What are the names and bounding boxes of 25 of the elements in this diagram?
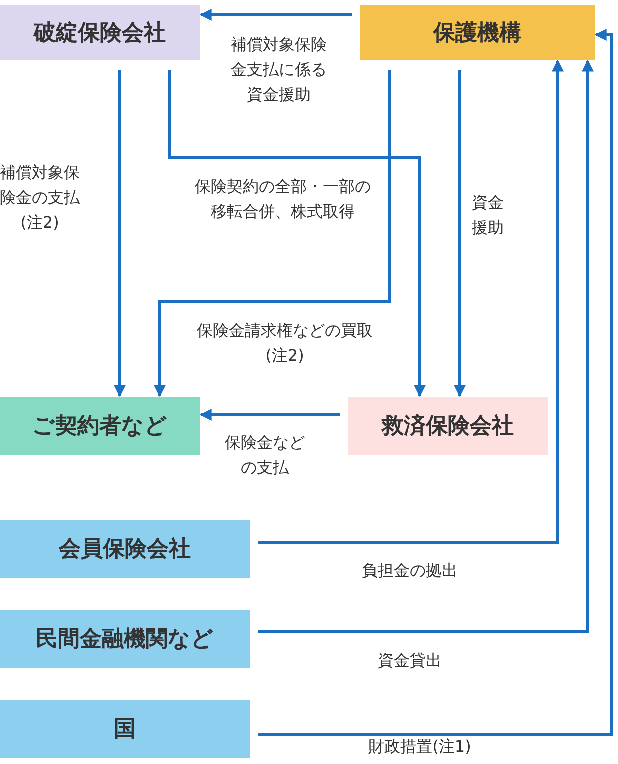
organization-box: 救済保険会社 [348,397,548,455]
edge-label: 資金援助 [471,192,505,239]
edge-label: 保険金請求権などの買取(注2) [196,320,374,367]
organization-box: 保護機構 [360,5,595,60]
arrow [154,70,392,398]
edge-label: 保険金などの支払 [224,432,306,479]
edge-label: 保険契約の全部・一部の移転合併、株式取得 [194,176,372,223]
arrow [168,70,426,398]
arrow [454,68,466,398]
organization-box: 国 [0,700,250,758]
arrow [200,9,354,21]
organization-box: 破綻保険会社 [0,5,200,60]
edge-label: 補償対象保険金支払に係る資金援助 [230,34,328,106]
arrow [200,409,342,421]
arrow [114,68,126,398]
organization-box: 民間金融機関など [0,610,250,668]
edge-label: 補償対象保険金の支払(注2) [0,162,80,234]
arrow [258,60,594,634]
arrow [258,29,614,736]
edge-label: 負担金の拠出 [361,560,459,582]
organization-box: ご契約者など [0,397,200,455]
arrow [258,60,564,544]
organization-box: 会員保険会社 [0,520,250,578]
edge-label: 資金貸出 [377,650,443,672]
edge-label: 財政措置(注1) [368,736,472,758]
